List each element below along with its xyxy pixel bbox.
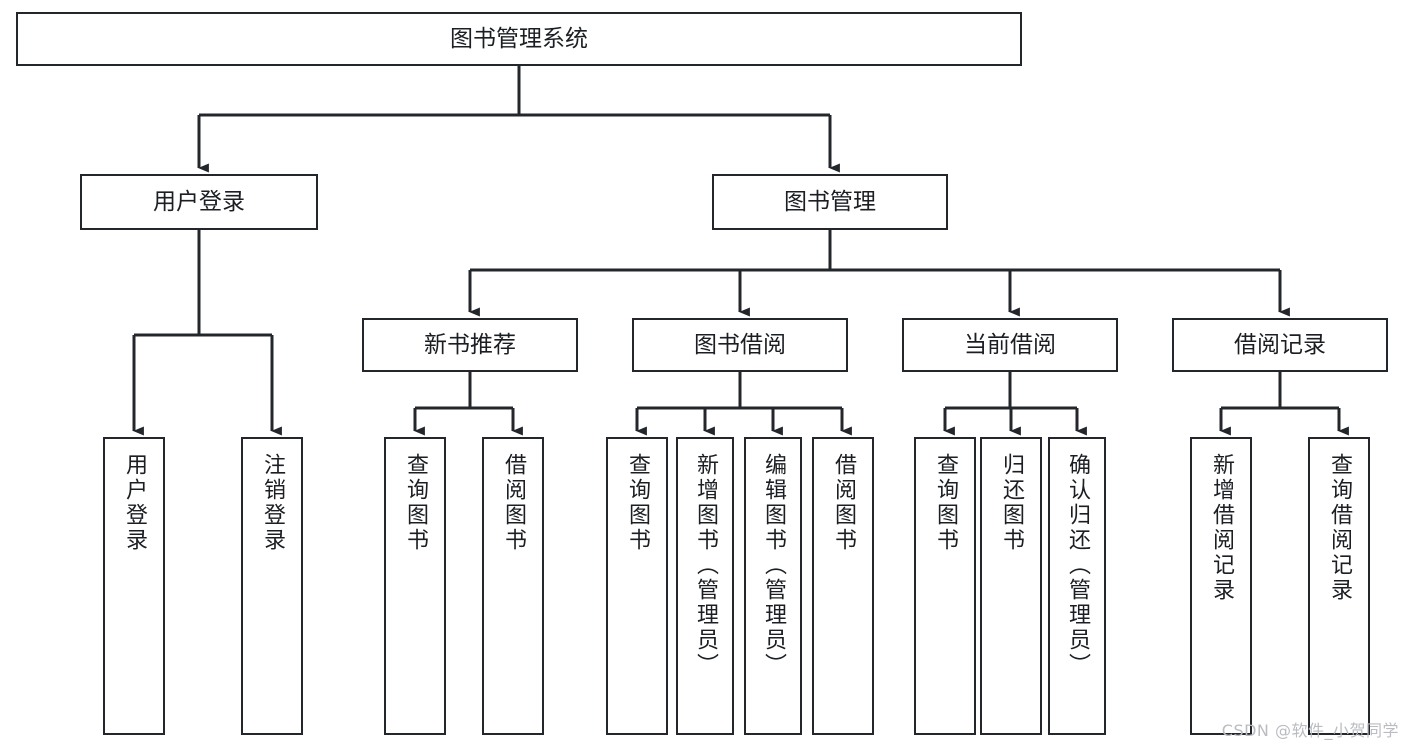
node-leaf-user-login-label: 用户登录 — [122, 453, 147, 553]
node-root-label: 图书管理系统 — [450, 25, 588, 52]
node-leaf-query-book-current[interactable]: 查询图书 — [914, 437, 976, 735]
node-book-borrow[interactable]: 图书借阅 — [632, 318, 848, 372]
node-leaf-query-borrow-record-label: 查询借阅记录 — [1327, 453, 1352, 603]
node-leaf-user-login[interactable]: 用户登录 — [103, 437, 165, 735]
node-leaf-edit-book-label: 编辑图书（管理员） — [761, 453, 786, 678]
node-leaf-query-book-new[interactable]: 查询图书 — [384, 437, 446, 735]
node-leaf-add-book[interactable]: 新增图书（管理员） — [676, 437, 734, 735]
node-leaf-query-book-borrow-label: 查询图书 — [625, 453, 650, 553]
node-leaf-query-borrow-record[interactable]: 查询借阅记录 — [1308, 437, 1370, 735]
node-root[interactable]: 图书管理系统 — [16, 12, 1022, 66]
node-leaf-query-book-borrow[interactable]: 查询图书 — [606, 437, 668, 735]
node-leaf-confirm-return-label: 确认归还（管理员） — [1065, 453, 1090, 678]
node-borrow-record[interactable]: 借阅记录 — [1172, 318, 1388, 372]
node-user-login-label: 用户登录 — [153, 188, 245, 215]
node-book-borrow-label: 图书借阅 — [694, 331, 786, 358]
node-leaf-return-book[interactable]: 归还图书 — [980, 437, 1042, 735]
node-borrow-record-label: 借阅记录 — [1234, 331, 1326, 358]
node-leaf-edit-book[interactable]: 编辑图书（管理员） — [744, 437, 802, 735]
node-book-manage[interactable]: 图书管理 — [712, 174, 948, 230]
node-new-book-recommend-label: 新书推荐 — [424, 331, 516, 358]
node-user-login[interactable]: 用户登录 — [80, 174, 318, 230]
node-leaf-borrow-book-borrow-label: 借阅图书 — [831, 453, 856, 553]
node-leaf-confirm-return[interactable]: 确认归还（管理员） — [1048, 437, 1106, 735]
node-leaf-add-book-label: 新增图书（管理员） — [693, 453, 718, 678]
node-leaf-query-book-current-label: 查询图书 — [933, 453, 958, 553]
node-leaf-query-book-new-label: 查询图书 — [403, 453, 428, 553]
node-leaf-borrow-book-new[interactable]: 借阅图书 — [482, 437, 544, 735]
node-current-borrow-label: 当前借阅 — [964, 331, 1056, 358]
node-leaf-user-logout-label: 注销登录 — [260, 453, 285, 553]
node-leaf-add-borrow-record[interactable]: 新增借阅记录 — [1190, 437, 1252, 735]
node-leaf-borrow-book-new-label: 借阅图书 — [501, 453, 526, 553]
node-leaf-add-borrow-record-label: 新增借阅记录 — [1209, 453, 1234, 603]
node-current-borrow[interactable]: 当前借阅 — [902, 318, 1118, 372]
node-leaf-borrow-book-borrow[interactable]: 借阅图书 — [812, 437, 874, 735]
node-new-book-recommend[interactable]: 新书推荐 — [362, 318, 578, 372]
node-leaf-return-book-label: 归还图书 — [999, 453, 1024, 553]
node-book-manage-label: 图书管理 — [784, 188, 876, 215]
node-leaf-user-logout[interactable]: 注销登录 — [241, 437, 303, 735]
